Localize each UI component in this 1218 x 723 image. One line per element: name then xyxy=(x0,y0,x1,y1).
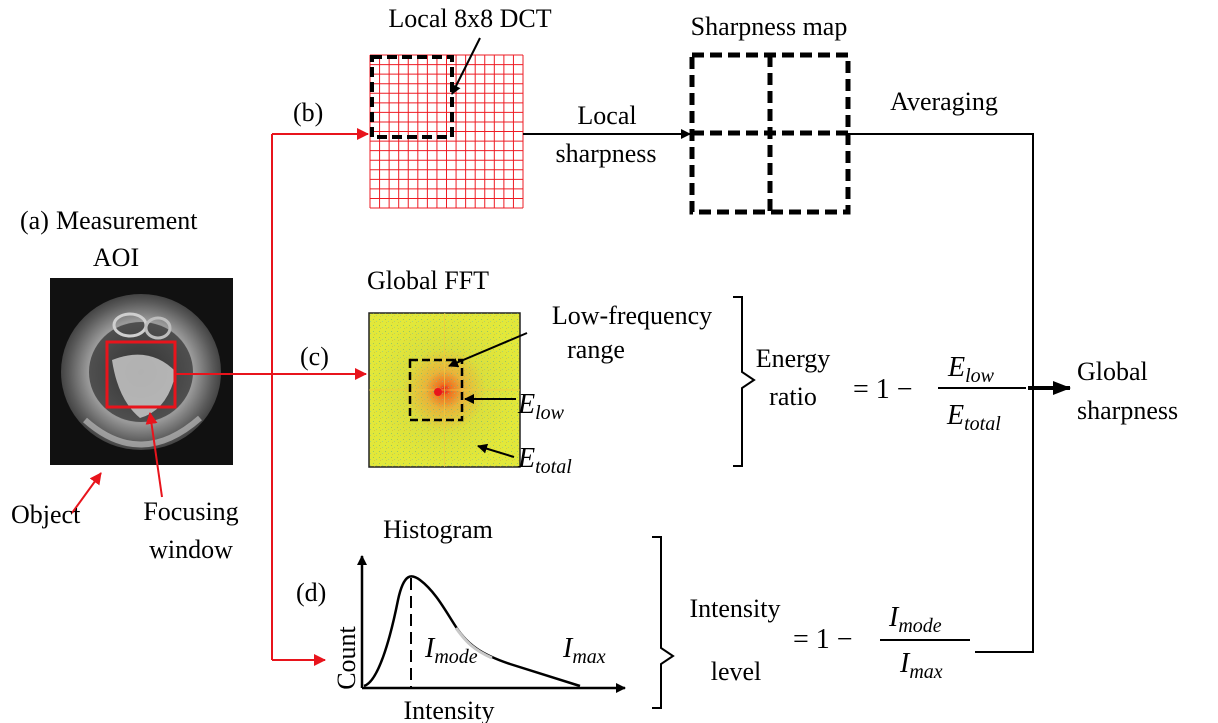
dct-block xyxy=(370,55,454,139)
averaging-label: Averaging xyxy=(890,87,998,116)
level-label: level xyxy=(711,657,762,686)
dct-grid xyxy=(369,54,524,209)
energy-denominator: Etotal xyxy=(946,400,1001,435)
panel-c-label: (c) xyxy=(300,342,329,371)
sharpness-map-label: Sharpness map xyxy=(691,12,848,41)
local-label: Local xyxy=(577,101,636,130)
window-label: window xyxy=(149,535,233,564)
object-label: Object xyxy=(11,500,81,529)
low-frequency-pointer xyxy=(448,332,528,368)
intensity-brace xyxy=(652,536,675,709)
branch-connectors xyxy=(175,128,369,666)
intensity-numerator: Imode xyxy=(888,602,942,637)
ratio-label: ratio xyxy=(769,382,817,411)
intensity-axis-label: Intensity xyxy=(404,696,495,723)
aoi-image xyxy=(50,278,233,465)
panel-b-label: (b) xyxy=(293,98,323,127)
e-total-pointer xyxy=(477,443,515,458)
energy-numerator: Elow xyxy=(947,352,995,387)
low-frequency-box xyxy=(408,358,464,422)
i-mode-label: Imode xyxy=(424,633,478,668)
histogram-plot xyxy=(357,555,626,693)
panel-a-label: (a) xyxy=(20,206,49,235)
dct-pointer xyxy=(451,37,481,95)
aoi-label: AOI xyxy=(93,243,139,272)
averaging-connector xyxy=(848,133,1034,653)
fft-label: Global FFT xyxy=(367,266,489,295)
sharpness-map xyxy=(689,52,851,215)
panel-d-label: (d) xyxy=(296,578,326,607)
focusing-label: Focusing xyxy=(143,497,238,526)
intensity-level-label: Intensity xyxy=(690,594,781,623)
dct-label: Local 8x8 DCT xyxy=(388,4,551,33)
low-frequency-label: Low-frequency xyxy=(552,301,712,330)
global-sharpness-label: sharpness xyxy=(1077,396,1178,425)
global-label: Global xyxy=(1077,357,1148,386)
count-label: Count xyxy=(332,625,361,689)
measurement-label: Measurement xyxy=(56,206,198,235)
intensity-denominator: Imax xyxy=(899,648,943,683)
intensity-equals: = 1 − xyxy=(793,624,853,655)
fft-spectrum xyxy=(368,312,521,468)
sharpness-label: sharpness xyxy=(555,139,656,168)
e-total-label: Etotal xyxy=(517,443,572,478)
energy-equals: = 1 − xyxy=(853,374,913,405)
energy-brace xyxy=(733,296,756,467)
energy-label: Energy xyxy=(756,344,831,373)
range-label: range xyxy=(567,335,625,364)
object-pointer xyxy=(71,472,102,514)
e-low-label: Elow xyxy=(517,389,565,424)
window-pointer xyxy=(145,412,163,498)
i-max-label: Imax xyxy=(562,633,606,668)
histogram-label: Histogram xyxy=(383,515,493,544)
